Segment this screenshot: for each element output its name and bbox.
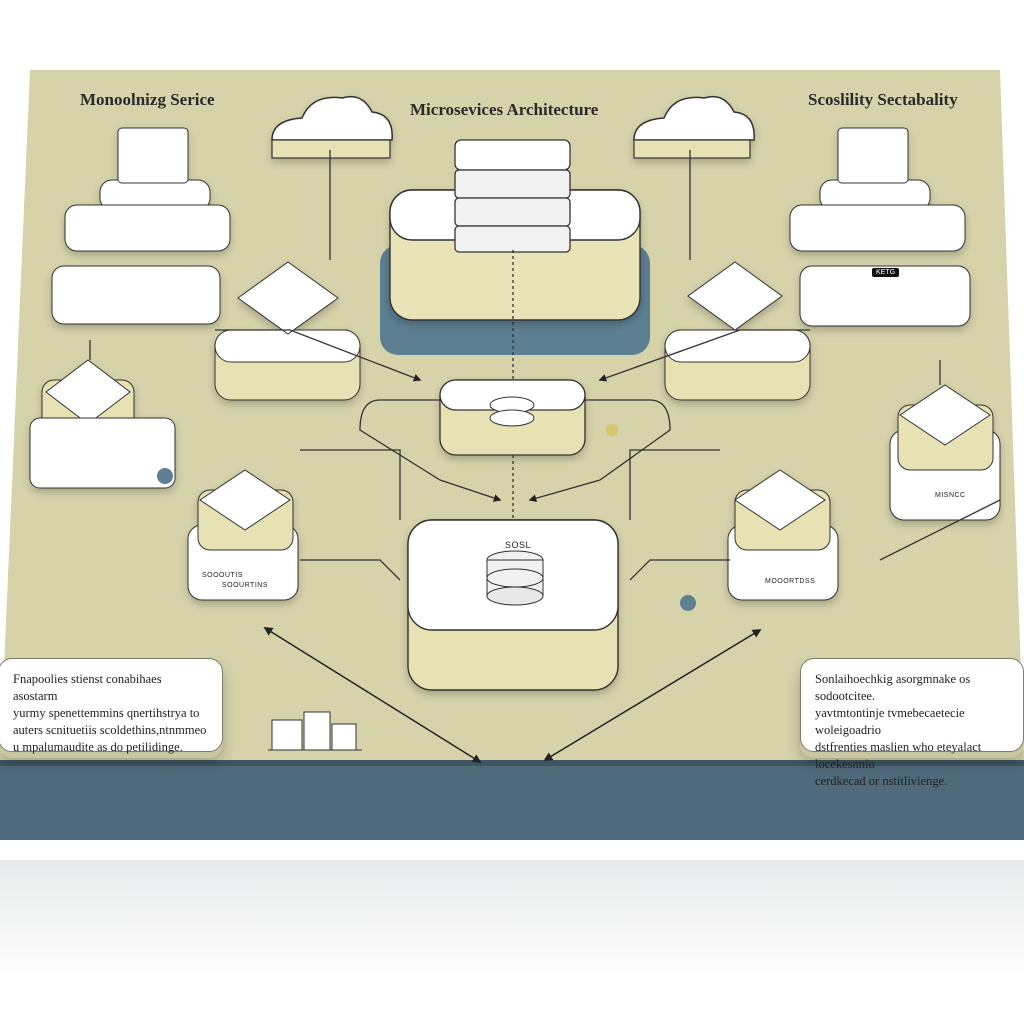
left-note-line: yurmy spenettemmins qnertihstrya to	[13, 706, 200, 720]
node-tag: MOOORTDSS	[765, 578, 816, 585]
node-tag: SOOOUTIS	[202, 572, 243, 579]
left-panel	[51, 265, 221, 325]
service-node-right-b	[889, 384, 1001, 521]
left-heading: Monoolnizg Serice	[80, 90, 215, 109]
node-tag: SOOURTINS	[222, 582, 268, 589]
right-heading: Scoslility Sectabality	[808, 90, 958, 109]
central-server	[380, 139, 650, 355]
right-note-line: dstfrenties maslien who eteyalact loceke…	[815, 740, 982, 771]
right-note-line: Sonlaihoechkig asorgmnake os sodootcitee…	[815, 672, 971, 703]
page-title: Microsevices Architecture	[410, 100, 599, 119]
service-node-right-a	[664, 261, 811, 401]
node-tag: MISNCC	[935, 492, 966, 499]
server-stack-icon	[454, 139, 571, 253]
right-note-line: cerdkecad or nstitlivienge.	[815, 774, 948, 788]
right-note-line: yavtmtontinje tvmebecaetecie woleigoadri…	[815, 706, 965, 737]
status-dot	[157, 468, 173, 484]
db-node-mid	[439, 379, 586, 456]
board-edge	[0, 760, 1024, 840]
cloud-icon	[271, 95, 393, 159]
floor-reflection	[0, 860, 1024, 980]
service-node-left-top	[64, 127, 231, 252]
service-node-right-top	[789, 127, 966, 252]
left-note-line: Fnapoolies stienst conabihaes asostarm	[13, 672, 162, 703]
chart-icon	[268, 711, 362, 751]
db-label: SOSL	[505, 540, 532, 550]
status-dot	[680, 595, 696, 611]
left-note-line: u mpalumaudite as do petilidinge.	[13, 740, 183, 754]
arrow-icon	[263, 627, 762, 763]
service-node-left-a	[214, 261, 361, 401]
database-icon	[486, 550, 544, 606]
connectors	[89, 150, 1001, 581]
service-node-left-b	[29, 359, 176, 489]
cloud-icon	[633, 95, 755, 159]
panel-header-chip: KETG	[872, 268, 900, 277]
left-note-line: auters scnituetiis scoldethins,ntnmmeo	[13, 723, 207, 737]
right-note: Sonlaihoechkig asorgmnake os sodootcitee…	[800, 658, 1024, 788]
service-node-right-c	[727, 469, 839, 601]
board-edge-shadow	[0, 760, 1024, 766]
service-node-left-c	[187, 469, 299, 601]
right-panel	[799, 265, 971, 327]
left-note: Fnapoolies stienst conabihaes asostarm y…	[0, 658, 223, 754]
status-dot	[606, 424, 618, 436]
